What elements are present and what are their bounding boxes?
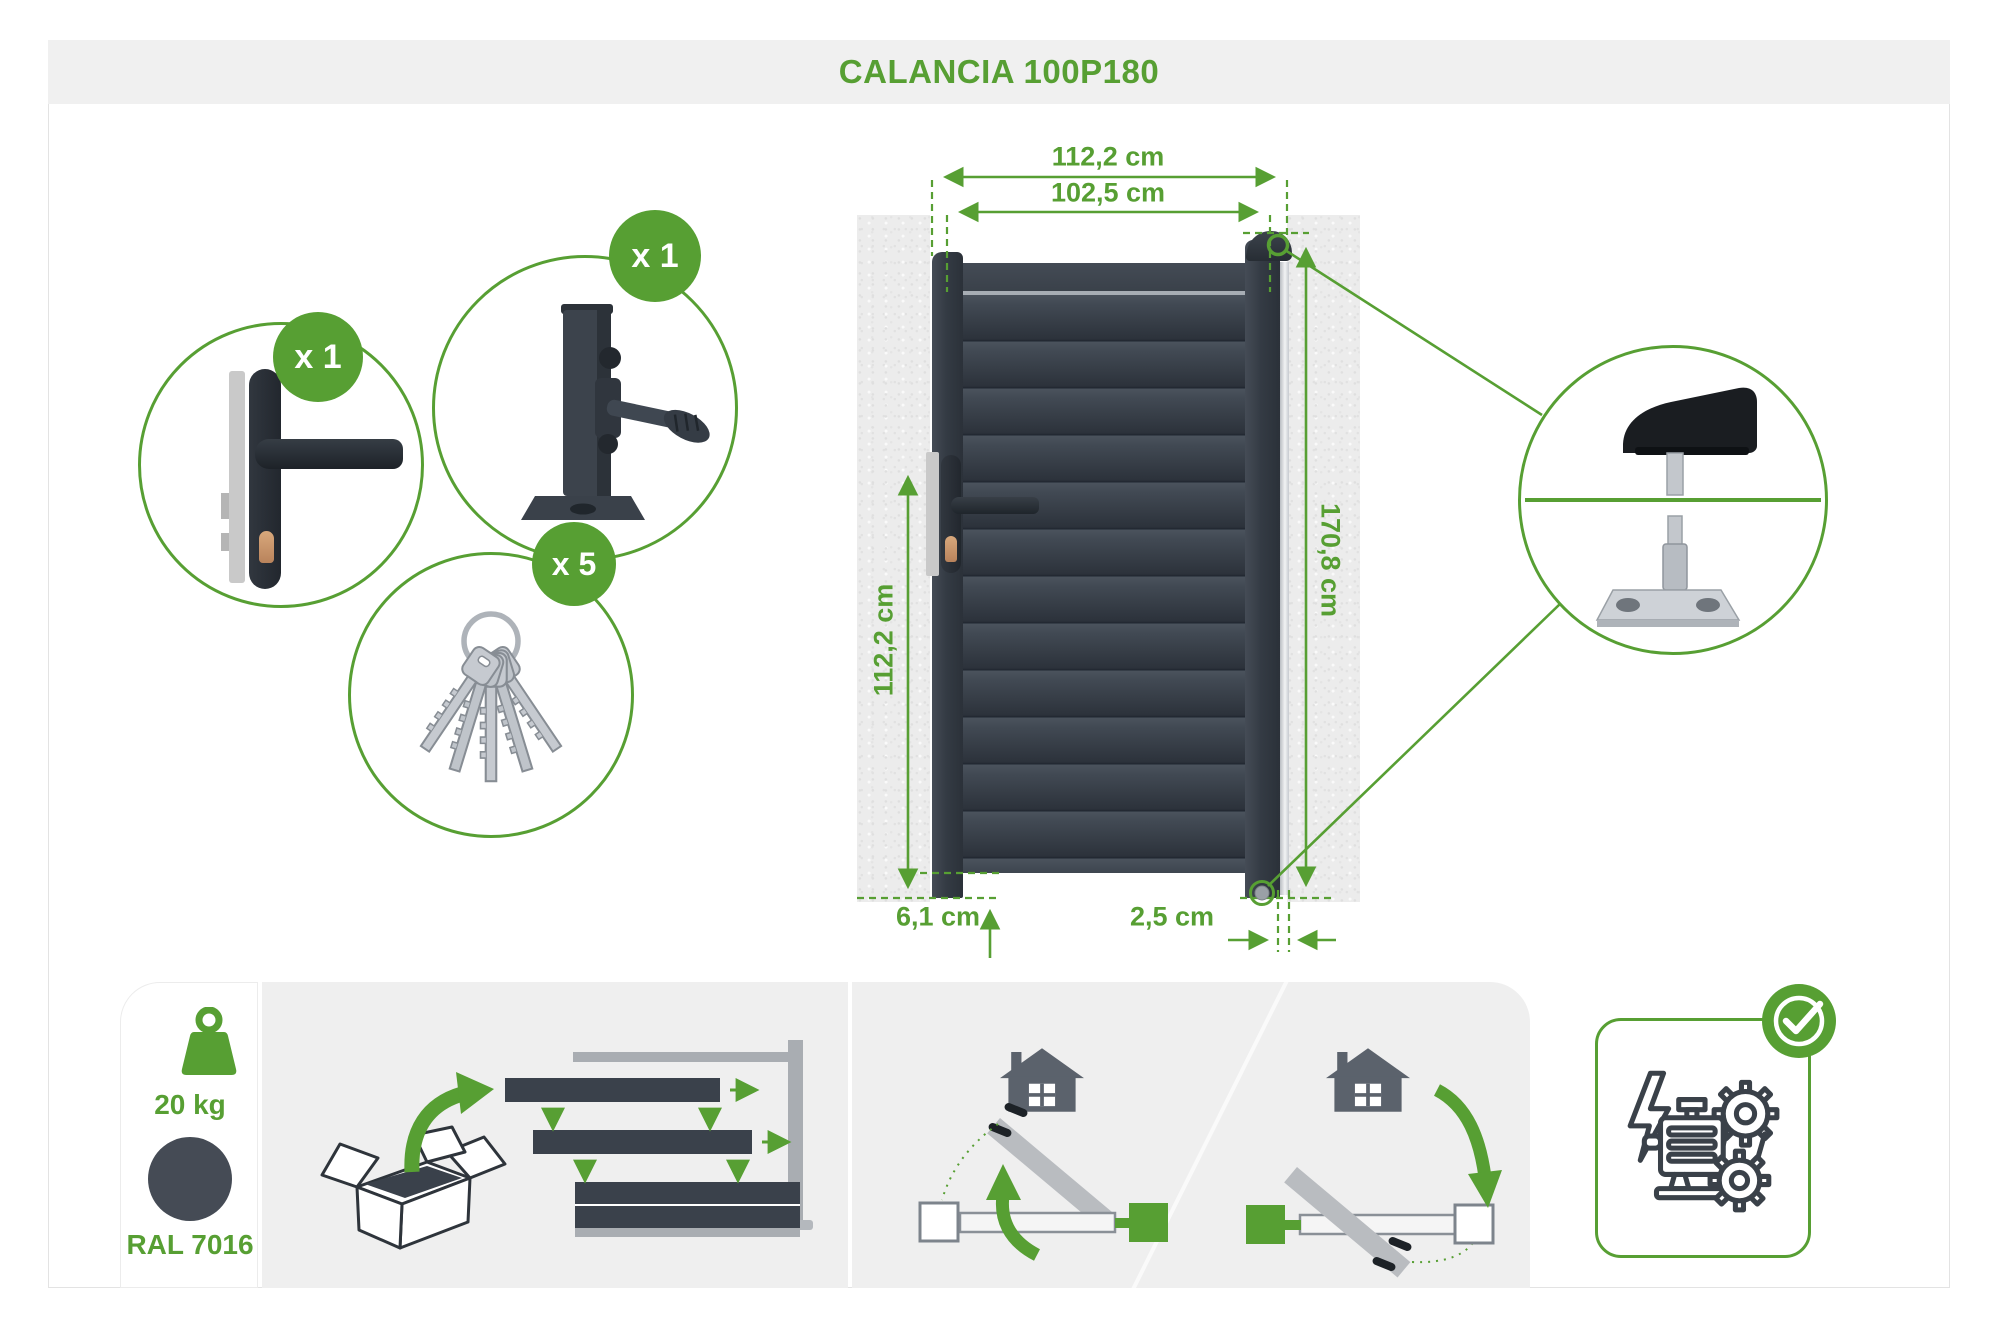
ral-color-swatch xyxy=(148,1137,232,1221)
dim-overall-height: 170,8 cm xyxy=(1315,502,1346,618)
handle-lever xyxy=(951,497,1039,514)
qty-badge-keys: x 5 xyxy=(532,522,616,606)
header-bar: CALANCIA 100P180 xyxy=(48,40,1950,104)
gate-swing-outward-diagram xyxy=(1246,1084,1502,1278)
gear-icon xyxy=(1707,1148,1772,1213)
motor-body xyxy=(1641,1097,1736,1201)
handle-keyhole xyxy=(945,536,957,562)
qty-badge-latch: x 1 xyxy=(609,210,701,302)
hinge-detail-image xyxy=(1525,387,1821,627)
slat-assembly-diagram xyxy=(320,1040,813,1250)
gate-swing-inward-diagram xyxy=(918,1103,1168,1261)
ral-code: RAL 7016 xyxy=(126,1229,254,1260)
hinge-channel xyxy=(1280,262,1289,895)
gate-post-right xyxy=(1245,240,1280,898)
dim-ground-clearance: 6,1 cm xyxy=(895,901,981,932)
page-title: CALANCIA 100P180 xyxy=(838,53,1160,90)
house-icon xyxy=(1000,1048,1084,1112)
house-icon xyxy=(1326,1048,1410,1112)
dim-handle-height: 112,2 cm xyxy=(868,583,899,697)
handle-backplate xyxy=(926,452,939,576)
callout-hinge-detail xyxy=(1518,345,1828,655)
gate-slats xyxy=(963,295,1245,873)
check-icon xyxy=(1773,995,1825,1047)
keys-image xyxy=(419,611,563,783)
unboxing-arrow-icon xyxy=(404,1072,494,1173)
panel-assembly xyxy=(262,982,848,1288)
dashed-guides xyxy=(857,180,1332,952)
dim-leaf-width: 102,5 cm xyxy=(1050,177,1166,208)
ground-pivot-image xyxy=(1595,515,1741,627)
cardboard-box-icon xyxy=(320,1125,507,1250)
hinge-cap-image xyxy=(1623,387,1757,496)
panel-specs: 20 kg RAL 7016 xyxy=(120,982,258,1288)
connector-bottom-hinge xyxy=(1267,602,1562,887)
dim-overall-width: 112,2 cm xyxy=(1051,141,1165,172)
panel-motor-compatibility xyxy=(1595,1018,1811,1258)
panel-swing-diagrams xyxy=(852,982,1530,1288)
callout-keys xyxy=(348,552,634,838)
qty-badge-handle: x 1 xyxy=(273,312,363,402)
compatibility-check-badge xyxy=(1762,984,1836,1058)
callout-latch xyxy=(432,255,738,561)
gate-top-rail xyxy=(963,263,1245,291)
connector-top-hinge xyxy=(1284,248,1543,417)
latch-image xyxy=(521,304,710,520)
ground-pivot-marker xyxy=(1254,885,1270,901)
weight-value: 20 kg xyxy=(154,1089,226,1120)
motor-icon xyxy=(1627,1070,1780,1213)
dim-hinge-gap: 2,5 cm xyxy=(1129,901,1215,932)
weight-icon xyxy=(181,1007,237,1075)
gear-icon xyxy=(1711,1079,1780,1148)
top-hinge-marker xyxy=(1266,233,1290,257)
slat-gap-line xyxy=(963,291,1245,295)
